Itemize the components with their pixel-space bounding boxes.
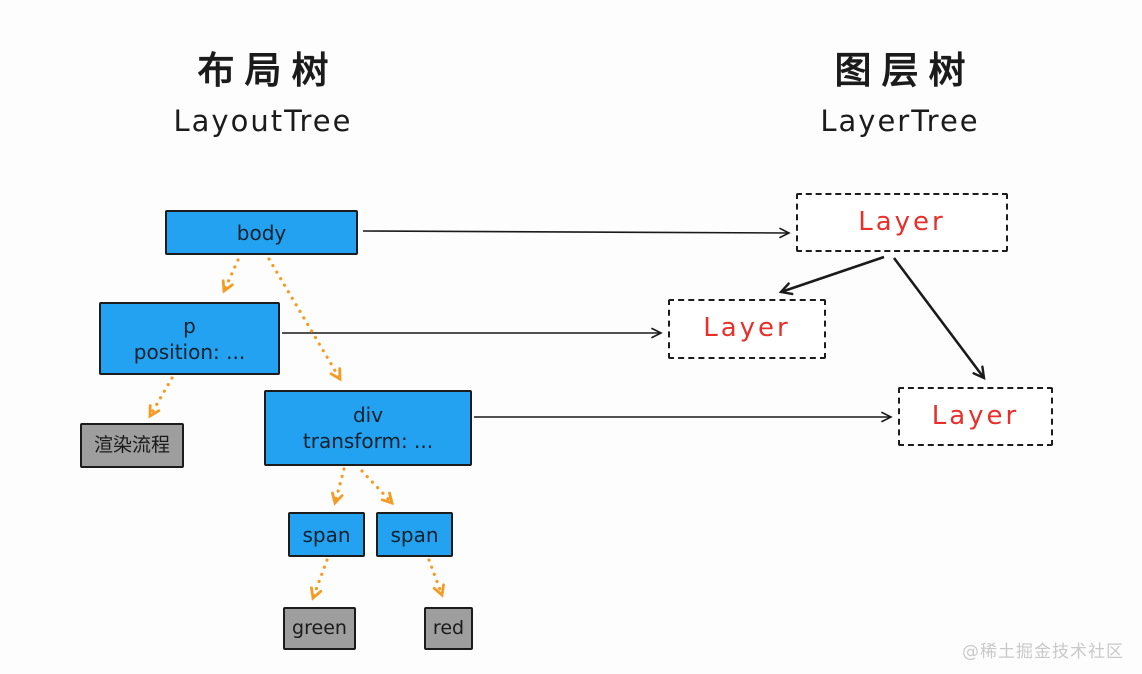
edge-div-to-span2	[360, 469, 394, 506]
node-div-label: div	[352, 403, 384, 427]
node-layer1-label: Layer	[858, 206, 946, 237]
layout-tree-title-zh: 布局树	[197, 49, 339, 92]
node-p-label: p	[183, 313, 196, 338]
node-layer1: Layer	[796, 193, 1008, 252]
node-span2-label: span	[390, 522, 439, 547]
node-body: body	[165, 210, 358, 255]
edge-span2-to-red	[427, 558, 445, 598]
node-body-label: body	[236, 220, 287, 245]
node-green-label: green	[292, 617, 347, 640]
edge-div-to-span1	[331, 467, 346, 506]
layer-tree-title: 图层树 LayerTree	[727, 40, 1073, 138]
edge-body-to-layer1	[362, 227, 791, 239]
node-p-sublabel: position: ...	[133, 339, 246, 364]
node-red-label: red	[432, 617, 465, 640]
node-div: div transform: ...	[264, 390, 472, 466]
node-layer2: Layer	[668, 299, 826, 359]
layer-tree-title-en: LayerTree	[820, 104, 980, 138]
node-span2: span	[376, 512, 453, 557]
layout-tree-title-en: LayoutTree	[173, 104, 353, 138]
edge-layer1-to-layer2	[778, 255, 885, 296]
watermark: @稀土掘金技术社区	[962, 642, 1124, 662]
edge-p-to-render-process	[148, 376, 174, 419]
node-red: red	[424, 607, 473, 650]
node-span1: span	[288, 512, 365, 557]
node-layer3: Layer	[898, 387, 1053, 446]
node-render-process: 渲染流程	[80, 423, 184, 468]
node-p: p position: ...	[99, 302, 280, 375]
node-div-sublabel: transform: ...	[302, 429, 434, 453]
edge-span1-to-green	[310, 558, 329, 601]
edge-layer1-to-layer3	[892, 257, 986, 380]
node-render-process-label: 渲染流程	[93, 434, 170, 457]
node-span1-label: span	[302, 522, 351, 547]
layer-tree-title-zh: 图层树	[834, 49, 976, 92]
node-layer2-label: Layer	[703, 313, 791, 344]
layout-tree-title: 布局树 LayoutTree	[90, 40, 436, 138]
node-layer3-label: Layer	[931, 400, 1020, 431]
edge-body-to-p	[221, 258, 240, 294]
node-green: green	[283, 607, 356, 650]
